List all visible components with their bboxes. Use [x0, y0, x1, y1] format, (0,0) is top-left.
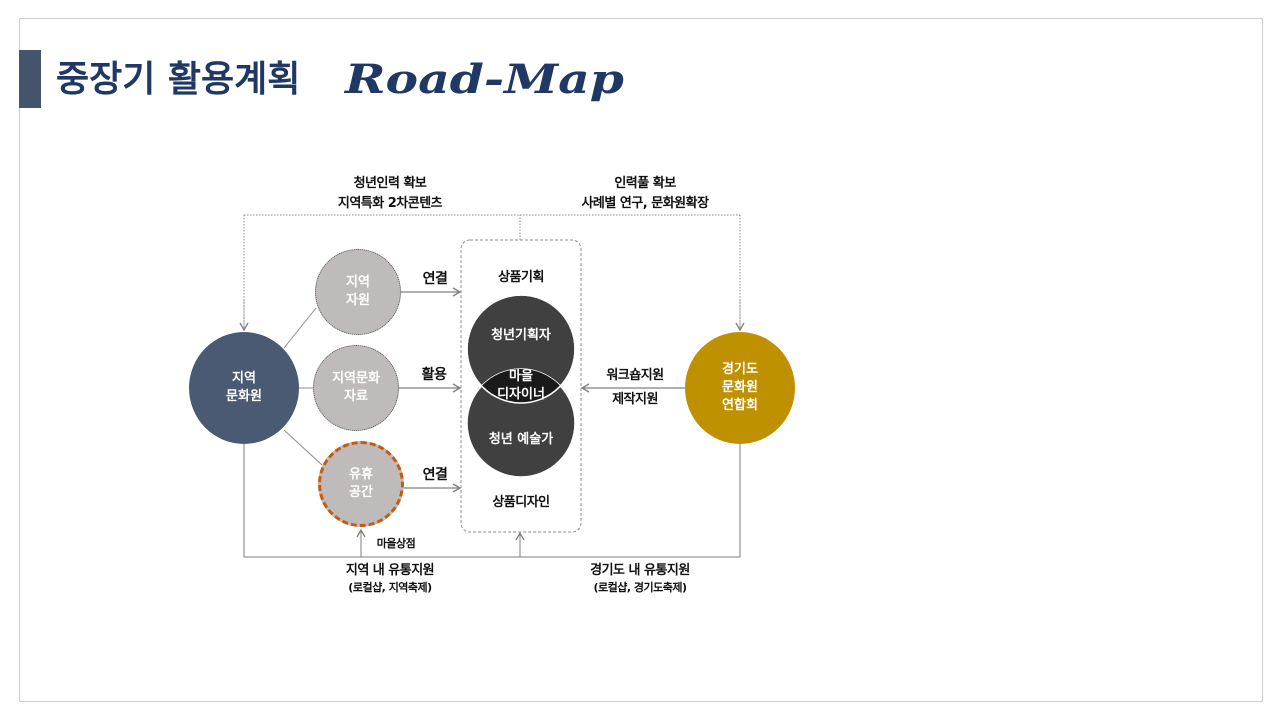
title-accent-bar — [19, 50, 41, 108]
overlap-line-2: 디자이너 — [497, 387, 545, 402]
top-label-left-line-1: 청년인력 확보 — [353, 176, 427, 191]
top-label-right: 인력풀 확보 사례별 연구, 문화원확장 — [545, 174, 745, 214]
support-labels: 워크숍지원 제작지원 — [590, 364, 680, 412]
node-gyeonggi-federation: 경기도 문화원 연합회 — [685, 332, 795, 444]
center-text-young-artist: 청년 예술가 — [488, 432, 554, 447]
bottom-label-left: 지역 내 유통지원 (로컬샵, 지역축제) — [300, 561, 480, 595]
top-label-right-line-1: 인력풀 확보 — [614, 176, 676, 191]
village-store-label: 마을상점 — [376, 537, 416, 550]
center-text-young-planner: 청년기획자 — [491, 328, 551, 343]
overlap-line-1: 마을 — [509, 369, 533, 384]
node-region-culture-center: 지역 문화원 — [189, 332, 299, 444]
top-label-right-line-2: 사례별 연구, 문화원확장 — [581, 196, 709, 211]
node-local-resource: 지역 자원 — [315, 249, 401, 335]
center-label-design: 상품디자인 — [492, 495, 550, 510]
connector-resource — [283, 307, 317, 349]
node-local-culture-data: 지역문화 자료 — [313, 345, 399, 431]
support-label-workshop: 워크숍지원 — [606, 368, 664, 383]
arrow-label-use: 활용 — [421, 367, 447, 383]
slide-frame — [19, 18, 1263, 702]
circle-young-planner-outline — [466, 294, 576, 404]
support-label-production: 제작지원 — [612, 392, 658, 407]
center-text-village-designer: 마을 디자이너 — [471, 368, 571, 404]
top-label-left: 청년인력 확보 지역특화 2차콘텐츠 — [300, 174, 480, 214]
arrow-label-link-2: 연결 — [422, 467, 448, 483]
node-idle-space: 유휴 공간 — [318, 441, 404, 527]
page-title: 중장기 활용계획 — [56, 59, 301, 100]
arrow-label-link-1: 연결 — [422, 271, 448, 287]
connector-space — [283, 429, 323, 466]
bottom-label-left-sub: (로컬샵, 지역축제) — [348, 581, 432, 594]
bottom-label-right-main: 경기도 내 유통지원 — [590, 563, 690, 578]
bottom-label-right-sub: (로컬샵, 경기도축제) — [593, 581, 687, 594]
bottom-flow-line — [243, 444, 741, 558]
top-flow-line — [243, 214, 741, 330]
top-label-left-line-2: 지역특화 2차콘텐츠 — [337, 196, 443, 211]
bottom-label-left-main: 지역 내 유통지원 — [345, 563, 435, 578]
page-title-roadmap: Road-Map — [345, 56, 624, 103]
center-label-planning: 상품기획 — [498, 270, 544, 285]
bottom-label-right: 경기도 내 유통지원 (로컬샵, 경기도축제) — [545, 561, 735, 595]
